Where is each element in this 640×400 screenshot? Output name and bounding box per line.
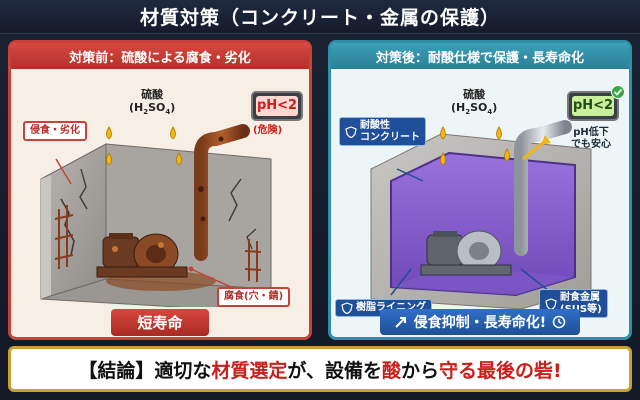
ph-meter: pH<2	[251, 91, 303, 121]
corroded-pipe	[194, 124, 250, 261]
conclusion-part5: から	[401, 359, 440, 382]
crack	[79, 168, 88, 210]
crack	[228, 178, 242, 222]
arrow-up-icon	[395, 317, 406, 328]
after-panel: 対策後：耐酸仕様で保護・長寿命化	[328, 40, 632, 340]
corroded-tank-illustration	[40, 124, 272, 309]
protected-tank-illustration	[370, 120, 592, 309]
before-panel: 対策前：硫酸による腐食・劣化	[8, 40, 312, 340]
stainless-pipe	[514, 120, 572, 256]
erosion-tag: 侵食・劣化	[23, 121, 87, 141]
stainless-pump	[420, 230, 512, 276]
corrosion-tag: 腐食(穴・錆)	[217, 287, 291, 307]
conclusion-part2: 材質選定	[211, 359, 288, 382]
conclusion-part4: 酸	[381, 359, 401, 382]
crack	[246, 228, 257, 250]
acid-resistant-concrete-tag: 耐酸性コンクリート	[339, 117, 426, 146]
conclusion-open: 【結論】	[78, 359, 155, 382]
shield-icon	[341, 302, 353, 314]
acid-label: 硫酸 (H2SO4)	[129, 88, 176, 116]
ph-meter: pH<2	[567, 91, 619, 121]
shield-icon	[345, 125, 357, 138]
exposed-rebar	[54, 205, 262, 282]
after-panel-header: 対策後：耐酸仕様で保護・長寿命化	[331, 43, 629, 69]
safe-note: pH低下 でも安心	[571, 127, 611, 150]
conclusion-part1: 適切な	[154, 359, 212, 382]
acid-drops	[440, 126, 510, 166]
danger-note: (危険)	[253, 125, 283, 136]
check-icon	[611, 85, 625, 99]
tank-front-rim	[41, 175, 51, 299]
conclusion-part6: 守る最後の砦!	[439, 359, 562, 382]
clock-icon	[552, 315, 566, 329]
deflect-arrow	[522, 139, 546, 161]
conclusion-banner: 【結論】 適切な 材質選定 が、設備を 酸 から 守る最後の砦!	[8, 346, 632, 392]
ph-reading: pH<2	[256, 96, 298, 116]
corroded-pump	[96, 233, 188, 278]
conclusion-part3: が、設備を	[287, 359, 382, 382]
long-life-badge: 侵食抑制・長寿命化!	[379, 309, 581, 335]
before-result: 短寿命	[11, 307, 309, 337]
short-life-badge: 短寿命	[111, 308, 209, 336]
ph-reading: pH<2	[572, 96, 614, 116]
acid-drops	[106, 126, 182, 166]
before-panel-header: 対策前：硫酸による腐食・劣化	[11, 43, 309, 69]
page-title: 材質対策（コンクリート・金属の保護）	[0, 0, 640, 34]
acid-label: 硫酸 (H2SO4)	[451, 88, 498, 116]
after-result: 侵食抑制・長寿命化!	[331, 307, 629, 337]
